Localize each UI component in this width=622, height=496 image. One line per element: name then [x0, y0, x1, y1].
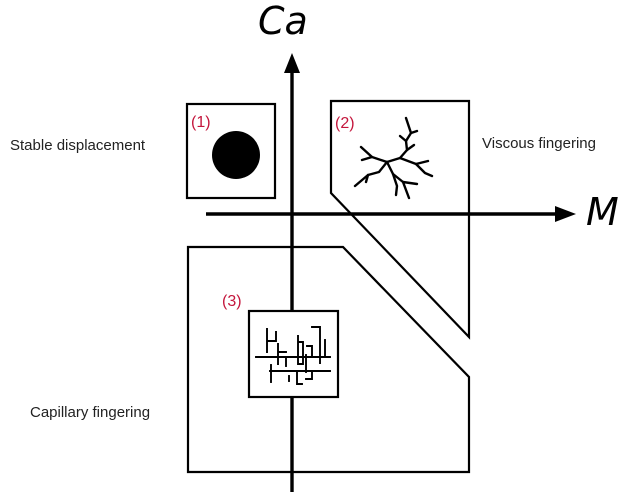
- capillary-fingering-region: [186, 245, 471, 474]
- stable-inset-number: (1): [191, 114, 211, 131]
- m-axis: [206, 206, 576, 222]
- ca-axis-arrowhead: [284, 53, 300, 73]
- capillary-inset-number: (3): [222, 293, 242, 310]
- m-axis-arrowhead: [555, 206, 576, 222]
- capillary-maze-pattern: [255, 326, 331, 385]
- dendritic-finger-pattern: [353, 116, 434, 200]
- viscous-fingering-inset: (2): [335, 115, 434, 200]
- ca-axis-title: Ca: [258, 0, 308, 43]
- viscous-inset-number: (2): [335, 115, 355, 132]
- viscous-fingering-label: Viscous fingering: [482, 135, 596, 152]
- viscous-fingering-region: [329, 99, 471, 340]
- capillary-fingering-label: Capillary fingering: [30, 404, 150, 421]
- stable-displacement-inset: (1): [185, 102, 277, 200]
- stable-displacement-label: Stable displacement: [10, 137, 146, 154]
- capillary-fingering-inset: (3): [222, 293, 340, 399]
- compact-front-disc: [212, 131, 260, 179]
- m-axis-title: M: [586, 190, 619, 234]
- ca-axis: [284, 53, 300, 492]
